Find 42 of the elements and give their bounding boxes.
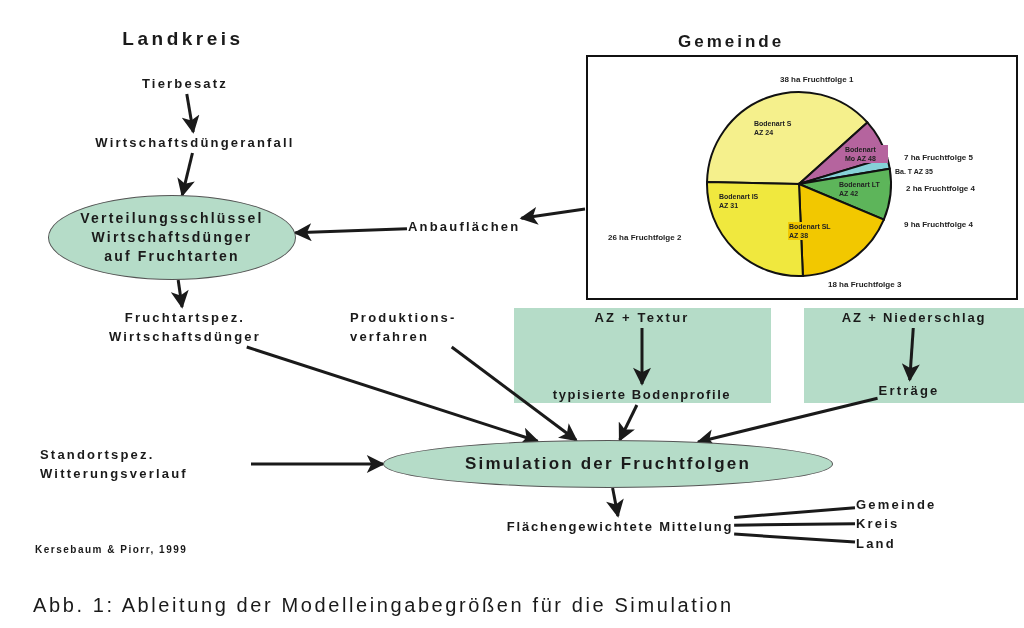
input-label: Standortspez. Witterungsverlauf xyxy=(40,445,250,483)
input-panel xyxy=(514,308,771,403)
arrow xyxy=(181,93,200,134)
source-note: Kersebaum & Piorr, 1999 xyxy=(35,544,189,555)
arrow xyxy=(633,328,651,386)
input-label: AZ + Textur xyxy=(594,308,690,327)
input-label: Fruchtartspez. Wirtschaftsdünger xyxy=(70,308,300,346)
connector-line xyxy=(734,522,855,527)
arrow xyxy=(251,455,385,473)
arrow xyxy=(606,487,624,518)
input-label: typisierte Bodenprofile xyxy=(552,385,732,404)
panel-heading: Gemeinde xyxy=(678,32,785,51)
data-label: 2 ha Fruchtfolge 4 xyxy=(906,183,976,195)
arrow xyxy=(519,206,586,225)
process-ellipse: Verteilungsschlüssel Wirtschaftsdünger auf Fruchtarten xyxy=(48,195,296,280)
input-label: Erträge xyxy=(878,381,940,400)
arrow xyxy=(177,152,195,197)
arrow xyxy=(450,345,578,442)
data-label: 9 ha Fruchtfolge 4 xyxy=(904,219,973,231)
input-label: Wirtschaftsdüngeranfall xyxy=(95,133,295,152)
figure-caption: Abb. 1: Ableitung der Modelleingabegrößen für die Simulation xyxy=(33,594,734,617)
input-label: Anbauflächen xyxy=(408,217,521,236)
data-label: 18 ha Fruchtfolge 3 xyxy=(828,279,902,291)
simulation-ellipse: Simulation der Fruchtfolgen xyxy=(383,440,833,488)
output-label: Flächengewichtete Mittelung xyxy=(506,517,734,536)
connector-line xyxy=(734,506,856,519)
input-label: Tierbesatz xyxy=(141,74,229,93)
data-label: 26 ha Fruchtfolge 2 xyxy=(608,232,682,244)
arrow xyxy=(293,223,408,242)
input-panel xyxy=(804,308,1024,403)
data-label: 7 ha Fruchtfolge 5 xyxy=(904,152,973,164)
arrow xyxy=(901,327,920,382)
input-label: Produktions- verfahren xyxy=(350,308,500,346)
arrow xyxy=(170,279,189,309)
arrow xyxy=(618,404,639,442)
data-label: 38 ha Fruchtfolge 1 xyxy=(780,74,854,86)
connector-line xyxy=(734,532,856,544)
output-label: Land xyxy=(856,534,896,553)
output-label: Gemeinde xyxy=(856,495,937,514)
output-label: Kreis xyxy=(856,514,900,533)
column-heading: Landkreis xyxy=(121,28,245,50)
input-label: AZ + Niederschlag xyxy=(841,308,987,327)
